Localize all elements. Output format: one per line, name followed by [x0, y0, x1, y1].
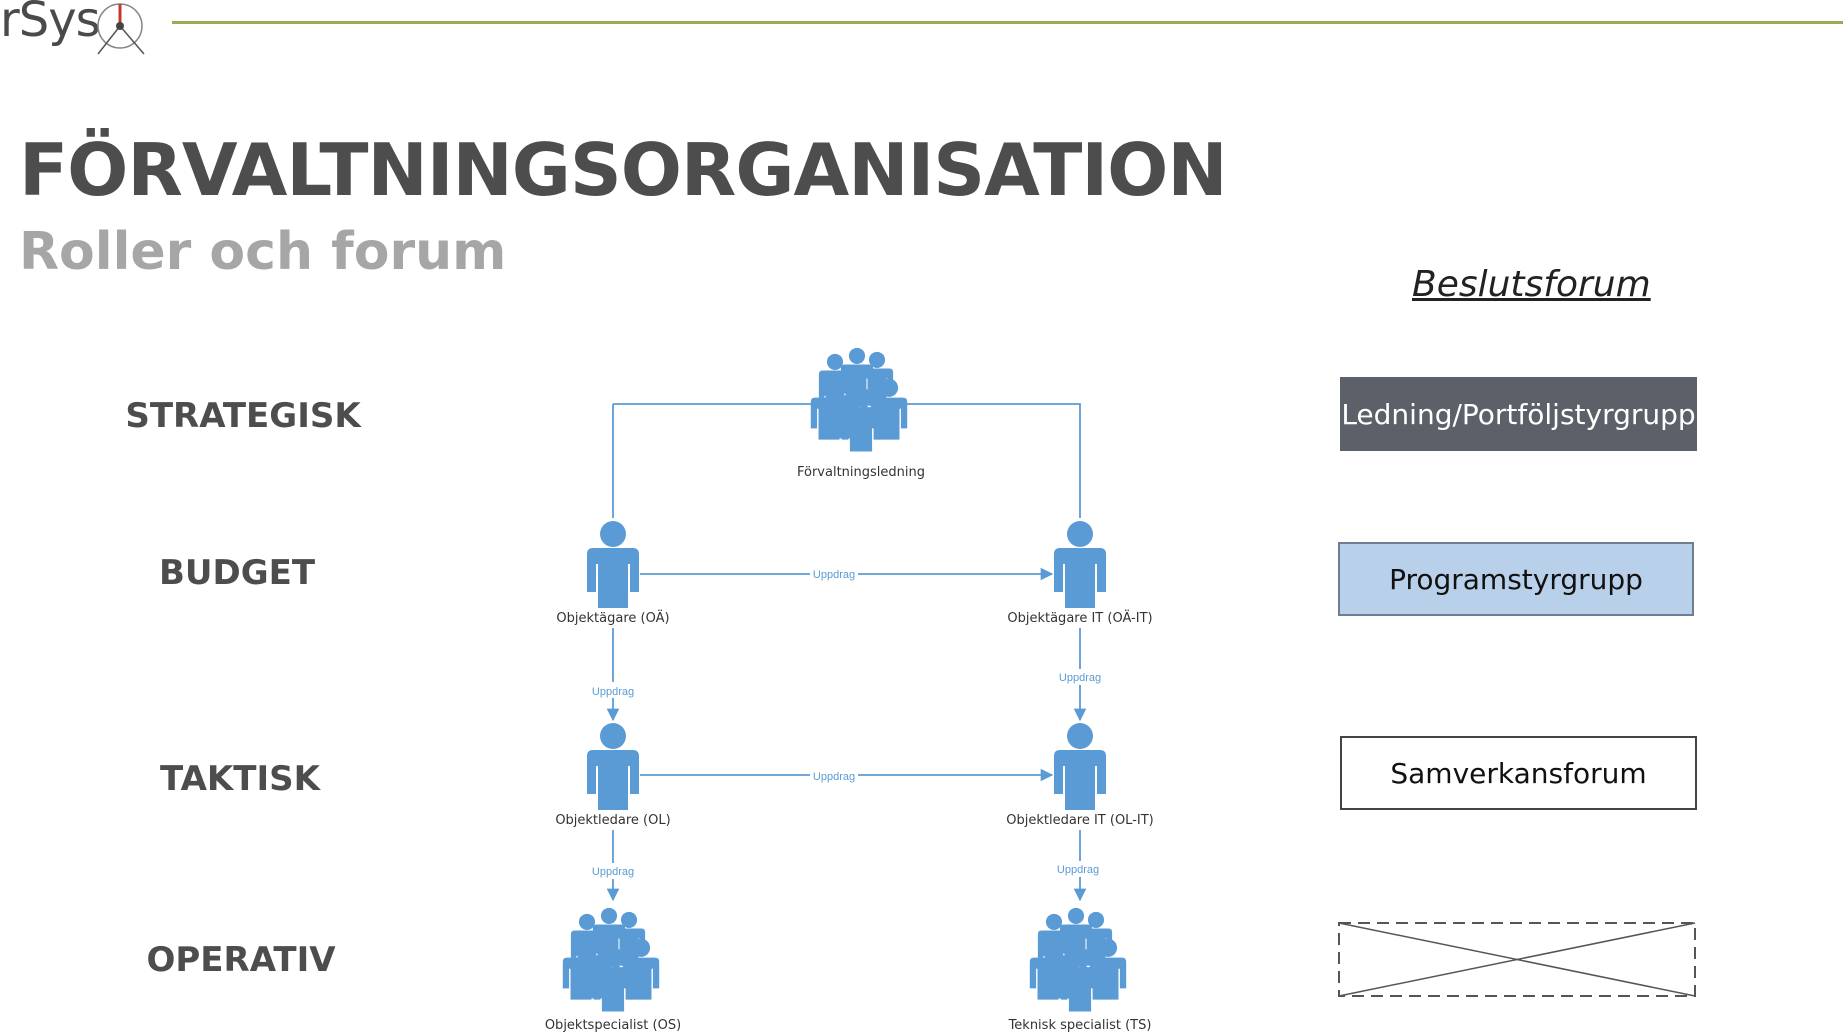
header-divider	[172, 21, 1843, 24]
forum-programstyrgrupp-box: Programstyrgrupp	[1338, 542, 1694, 616]
connector-label: Uppdrag	[1059, 672, 1101, 684]
level-operativ: OPERATIV	[146, 940, 336, 980]
page-title: FÖRVALTNINGSORGANISATION	[19, 128, 1228, 212]
role-label: Objektledare (OL)	[555, 813, 670, 828]
group-icon	[1030, 908, 1126, 1012]
connector-label: Uppdrag	[592, 686, 634, 698]
forum-ledning-box: Ledning/Portföljstyrgrupp	[1340, 377, 1697, 451]
role-label: Objektspecialist (OS)	[545, 1018, 681, 1033]
role-label: Förvaltningsledning	[797, 465, 925, 480]
group-icon	[563, 908, 659, 1012]
group-icon	[811, 348, 907, 452]
connector-label: Uppdrag	[813, 569, 855, 581]
person-icon	[1054, 723, 1106, 810]
compass-icon	[97, 3, 145, 55]
connector-label: Uppdrag	[813, 771, 855, 783]
forum-heading: Beslutsforum	[1412, 264, 1651, 305]
connector-strategic-right	[906, 403, 1081, 518]
connector-label: Uppdrag	[592, 866, 634, 878]
connector-label: Uppdrag	[1057, 864, 1099, 876]
forum-placeholder-box	[1338, 922, 1696, 997]
level-taktisk: TAKTISK	[160, 759, 320, 799]
person-icon	[587, 723, 639, 810]
level-budget: BUDGET	[158, 553, 316, 593]
role-label: Objektägare IT (OÄ-IT)	[1007, 610, 1152, 626]
connector-strategic-left	[612, 403, 815, 518]
role-label: Teknisk specialist (TS)	[1008, 1018, 1152, 1033]
role-label: Objektägare (OÄ)	[556, 610, 669, 626]
person-icon	[587, 521, 639, 608]
page-subtitle: Roller och forum	[19, 222, 507, 282]
logo-text: rSys	[0, 0, 101, 48]
role-label: Objektledare IT (OL-IT)	[1006, 813, 1154, 828]
forum-samverkansforum-box: Samverkansforum	[1340, 736, 1697, 810]
level-strategisk: STRATEGISK	[125, 396, 361, 436]
person-icon	[1054, 521, 1106, 608]
